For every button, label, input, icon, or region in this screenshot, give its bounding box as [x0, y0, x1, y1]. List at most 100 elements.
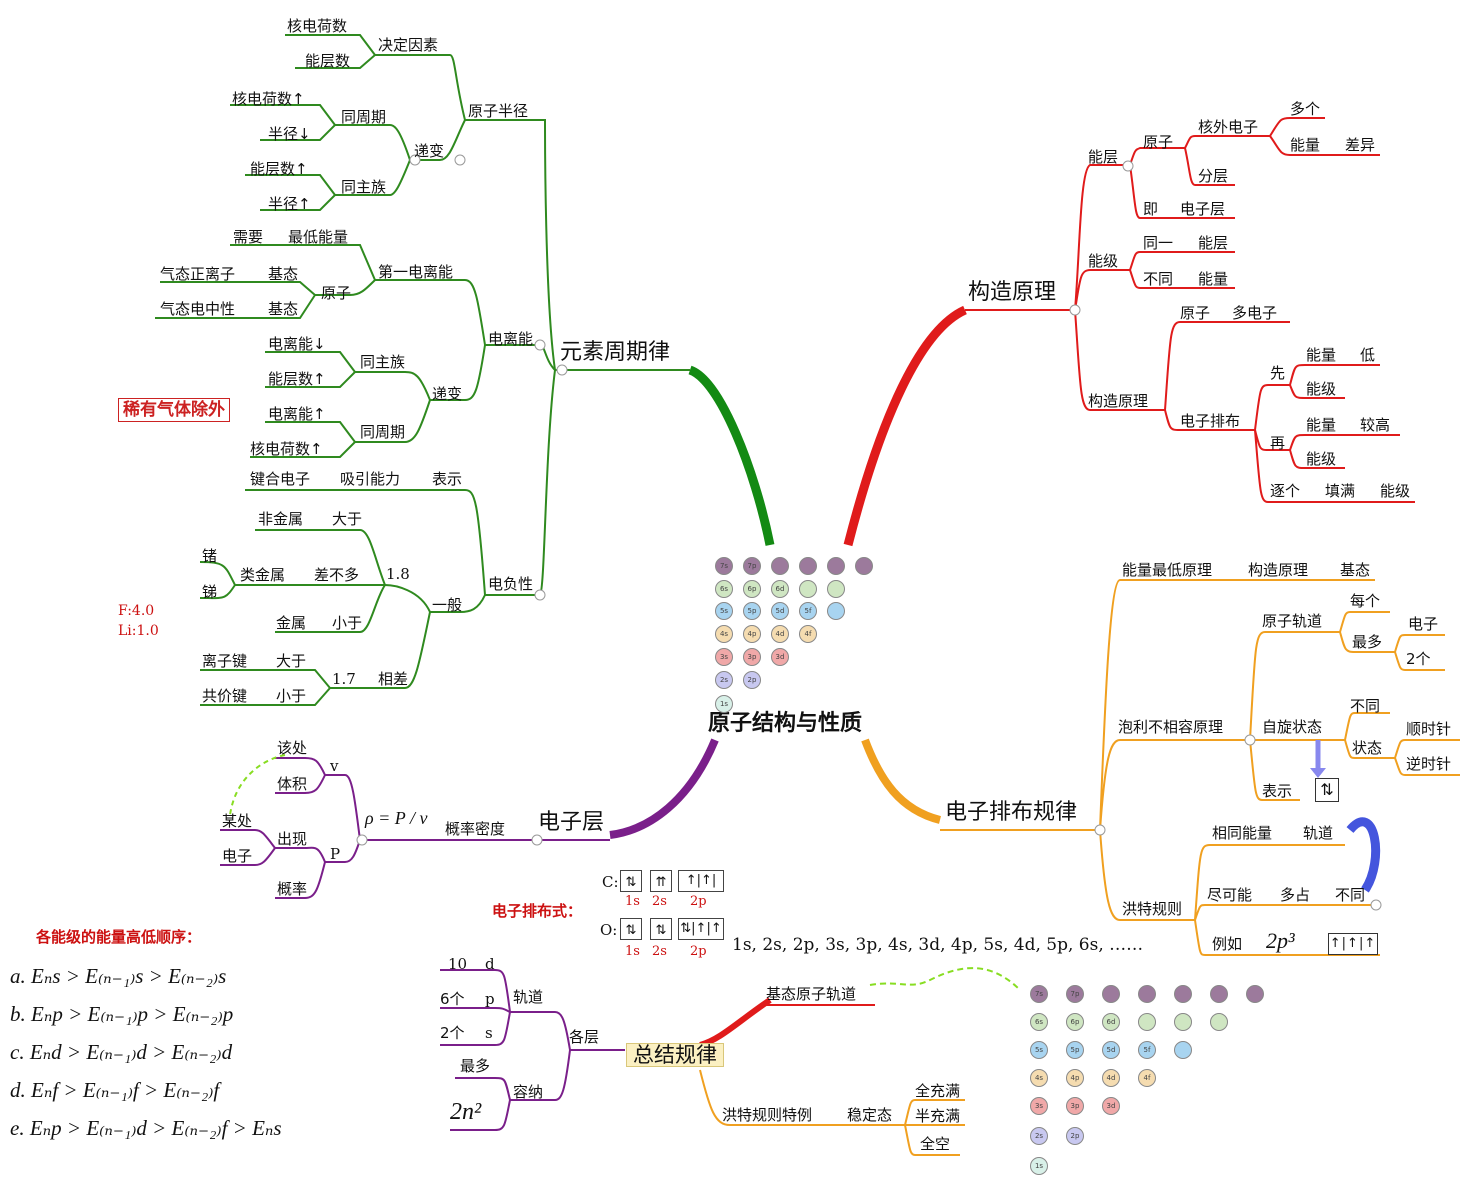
rules-hund: 洪特规则 [1122, 900, 1183, 918]
radius-sg-b: 半径↑ [268, 195, 311, 213]
cons-f-level: 能级 [1306, 380, 1337, 398]
orbital-7d [771, 557, 789, 575]
orbital-5p: 5p [1066, 1041, 1084, 1059]
orbital-6h [1210, 1013, 1228, 1031]
electroneg-attract: 吸引能力 [340, 470, 401, 488]
noble-gas-exception: 稀有气体除外 [118, 398, 230, 422]
summary-each-layer: 各层 [569, 1028, 600, 1046]
summary-s2: 2个 [440, 1024, 465, 1042]
shell-density: 概率密度 [445, 820, 506, 838]
ionization-gas-neutral: 气态电中性 [160, 300, 236, 318]
branch-construction-title: 构造原理 [968, 280, 1057, 305]
summary-half: 半充满 [915, 1107, 961, 1125]
orbital-5d: 5d [1102, 1041, 1120, 1059]
rules-express: 表示 [1262, 782, 1293, 800]
summary-stable: 稳定态 [847, 1106, 893, 1124]
shell-somewhere: 某处 [222, 812, 253, 830]
orbital-6p: 6p [1066, 1013, 1084, 1031]
electroneg-v18: 1.8 [386, 565, 410, 583]
rules-example: 例如 [1212, 935, 1243, 953]
electroneg-approx: 差不多 [314, 566, 360, 584]
orbital-6f [1138, 1013, 1156, 1031]
orbital-4f: 4f [1138, 1069, 1156, 1087]
electroneg-gt2: 大于 [276, 652, 307, 670]
rules-lowest-energy: 能量最低原理 [1122, 561, 1213, 579]
summary-p6: 6个 [440, 990, 465, 1008]
o-2p: ⇅|↑|↑ [678, 918, 724, 940]
orbital-7i [1246, 985, 1264, 1003]
radius-same-group: 同主族 [341, 178, 387, 196]
radius-sp-b: 半径↓ [268, 125, 311, 143]
rules-hund-orb: 轨道 [1303, 824, 1334, 842]
shell-appear: 出现 [277, 830, 308, 848]
o-1s: ⇅ [625, 923, 637, 938]
orbital-7g [1174, 985, 1192, 1003]
shell-rho-formula: ρ = P / v [365, 808, 428, 828]
summary-empty: 全空 [920, 1135, 951, 1153]
trunk-rules [861, 738, 942, 824]
cons-t-energy: 能量 [1306, 416, 1337, 434]
cons-e-layer: 电子层 [1180, 200, 1226, 218]
orbital-5f: 5f [1138, 1041, 1156, 1059]
orbital-5g [1174, 1041, 1192, 1059]
radius-factors: 决定因素 [378, 36, 439, 54]
orbital-7p: 7p [1066, 985, 1084, 1003]
shell-volume: 体积 [277, 775, 308, 793]
shell-prob: 概率 [277, 880, 308, 898]
cons-n-layer: 能层 [1198, 234, 1229, 252]
cons-multi-e: 多电子 [1232, 304, 1278, 322]
energy-order-e: e. Eₙp > E₍ₙ₋₁₎d > E₍ₙ₋₂₎f > Eₙs [10, 1116, 282, 1140]
ionization-sg-b: 能层数↑ [268, 370, 326, 388]
ionization-sg-a: 电离能↓ [268, 335, 326, 353]
branch-rules-title: 电子排布规律 [945, 800, 1078, 825]
rules-two: 2个 [1406, 650, 1431, 668]
electroneg-gt1: 大于 [332, 510, 363, 528]
cons-atom: 原子 [1143, 133, 1174, 151]
sub-2p-b: 2p [690, 944, 707, 959]
orbital-7f [1138, 985, 1156, 1003]
orbital-7d [1102, 985, 1120, 1003]
orbital-6s: 6s [1030, 1013, 1048, 1031]
rules-state: 状态 [1352, 739, 1383, 757]
summary-ground-orb: 基态原子轨道 [766, 985, 857, 1003]
electroneg-v17: 1.7 [332, 670, 356, 688]
cons-level: 能级 [1088, 252, 1119, 270]
orbital-3p: 3p [743, 648, 761, 666]
orbital-1s: 1s [1030, 1157, 1048, 1175]
orbital-2p: 2p [1066, 1127, 1084, 1145]
orbital-2s: 2s [715, 671, 733, 689]
ionization-need: 需要 [233, 228, 264, 246]
orbital-2s: 2s [1030, 1127, 1048, 1145]
orbital-7g [827, 557, 845, 575]
orbital-4p: 4p [1066, 1069, 1084, 1087]
ionization-ground1: 基态 [268, 265, 299, 283]
ionization-same-period: 同周期 [360, 423, 406, 441]
cons-t-level: 能级 [1306, 450, 1337, 468]
electroneg-label: 电负性 [488, 575, 534, 593]
spin-pair-box: ⇅ [1315, 778, 1339, 802]
orbital-6g [1174, 1013, 1192, 1031]
summary-d: d [485, 955, 495, 973]
ionization-first: 第一电离能 [378, 263, 454, 281]
summary-hund-special: 洪特规则特例 [722, 1106, 813, 1124]
shell-v: v [330, 757, 339, 775]
summary-full: 全充满 [915, 1082, 961, 1100]
sub-2s-a: 2s [652, 894, 667, 909]
energy-order-d: d. Eₙf > E₍ₙ₋₁₎f > E₍ₙ₋₂₎f [10, 1078, 220, 1102]
radius-label: 原子半径 [468, 102, 529, 120]
orbital-4s: 4s [715, 625, 733, 643]
filling-sequence: 1s, 2s, 2p, 3s, 3p, 4s, 3d, 4p, 5s, 4d, … [732, 935, 1144, 955]
rules-clockwise: 顺时针 [1406, 720, 1452, 738]
rules-each: 每个 [1350, 592, 1381, 610]
orbital-4f: 4f [799, 625, 817, 643]
ionization-gas-ion: 气态正离子 [160, 265, 236, 283]
orbital-2p: 2p [743, 671, 761, 689]
orbital-4p: 4p [743, 625, 761, 643]
c-1s: ⇅ [625, 875, 637, 890]
ionization-lowest: 最低能量 [288, 228, 349, 246]
cons-first: 先 [1270, 364, 1286, 382]
orbital-7h [855, 557, 873, 575]
orbital-5s: 5s [715, 602, 733, 620]
energy-order-b: b. Eₙp > E₍ₙ₋₁₎p > E₍ₙ₋₂₎p [10, 1002, 234, 1026]
electroneg-metalloid: 类金属 [240, 566, 286, 584]
